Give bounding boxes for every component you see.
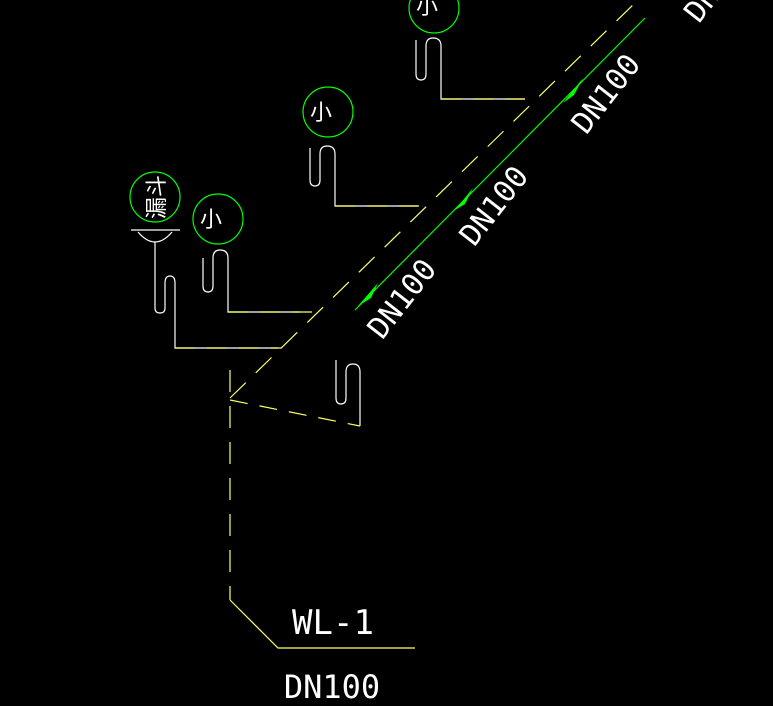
urinal-2-trap xyxy=(309,145,418,207)
urinal-3-label: 小 xyxy=(416,0,438,20)
p-trap-lower xyxy=(335,360,361,426)
urinal-3-trap xyxy=(415,37,525,100)
urinal-2-symbol-circle xyxy=(302,86,354,138)
urinal-1-trap xyxy=(202,249,300,313)
riser-id-label: WL-1 xyxy=(292,603,374,643)
flow-arrow-2 xyxy=(455,188,473,210)
urinal-2-label: 小 xyxy=(310,101,332,126)
riser-outlet-pipe xyxy=(229,599,415,649)
floor-drain-label: 漏斗 xyxy=(145,175,170,219)
flow-arrow-3 xyxy=(563,78,583,103)
floor-drain-symbol-circle xyxy=(129,171,181,223)
main-drain-pipe-green xyxy=(354,17,646,311)
urinal-1-symbol-circle xyxy=(192,193,244,245)
branch-pipe-diagonal-dashed xyxy=(229,0,639,399)
floor-drain-trap xyxy=(154,242,278,349)
riser-size-label: DN100 xyxy=(284,668,380,706)
urinal-3-symbol-circle xyxy=(408,0,460,34)
flow-arrow-1 xyxy=(358,283,378,306)
urinal-1-label: 小 xyxy=(200,208,222,233)
branch-pipe-lower-dashed xyxy=(229,399,361,427)
